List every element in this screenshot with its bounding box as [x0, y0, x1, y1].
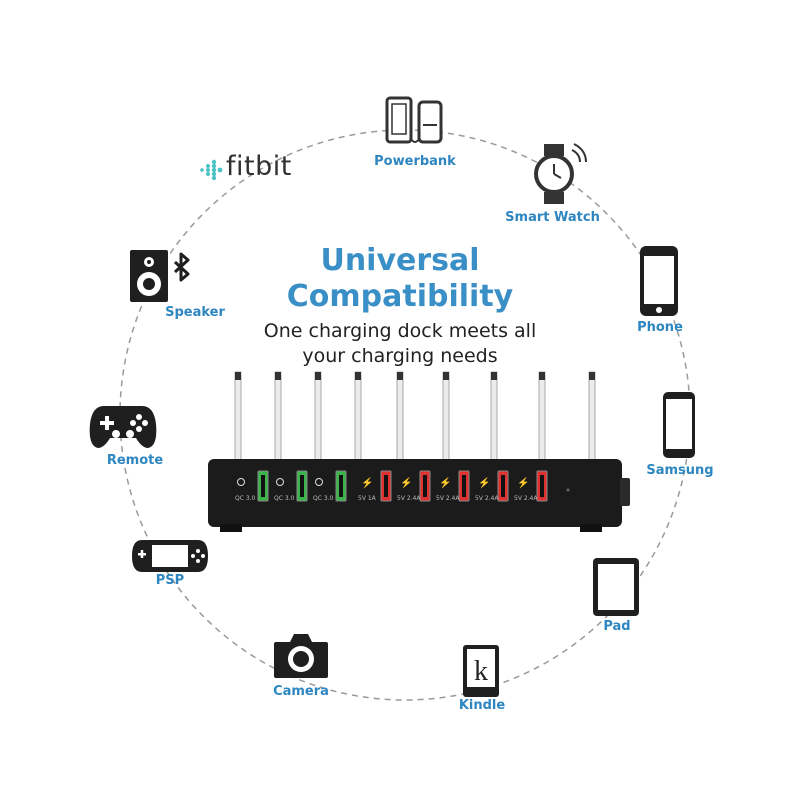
quick-charge-icon: [315, 478, 323, 486]
usb-port: QC 3.0: [235, 470, 269, 502]
camera-icon: [274, 634, 328, 678]
dock-dividers: [234, 371, 596, 463]
usb-port-label: 5V 1A: [358, 495, 377, 502]
kindle-icon: k: [463, 645, 499, 697]
dock-divider: [274, 371, 282, 463]
remote-device: [88, 402, 158, 450]
fitbit-wordmark: fitbit: [226, 151, 292, 182]
lightning-icon: ⚡: [361, 476, 373, 489]
dock-led: [566, 488, 570, 492]
usb-port-label: 5V 2.4A: [514, 495, 538, 502]
usb-port-label: QC 3.0: [274, 495, 295, 502]
fitbit-dots-icon: [200, 159, 223, 181]
usb-ports: QC 3.0 QC 3.0 QC 3.0 ⚡ 5V 1A ⚡ 5V 2.4A ⚡ 5V 2.4A…: [235, 470, 548, 502]
dock-divider: [588, 371, 596, 463]
psp-device: [130, 538, 210, 574]
usb-port: ⚡ 5V 2.4A: [397, 470, 431, 502]
camera-device: [272, 630, 330, 680]
dock-divider-cap: [355, 372, 361, 380]
phone-icon: [640, 246, 678, 316]
dock-divider-cap: [491, 372, 497, 380]
headline-line1: Universal: [320, 243, 480, 278]
dock-divider: [354, 371, 362, 463]
powerbank-device: [385, 95, 445, 147]
usb-port: ⚡ 5V 1A: [358, 470, 392, 502]
charging-dock: QC 3.0 QC 3.0 QC 3.0 ⚡ 5V 1A ⚡ 5V 2.4A ⚡ 5V 2.4A…: [208, 371, 630, 532]
usb-port: QC 3.0: [313, 470, 347, 502]
kindle-device: k: [461, 643, 501, 699]
svg-text:k: k: [474, 656, 488, 687]
dock-divider: [314, 371, 322, 463]
usb-port: QC 3.0: [274, 470, 308, 502]
device-label-speaker: Speaker: [165, 305, 225, 320]
dock-divider-cap: [539, 372, 545, 380]
dock-divider: [442, 371, 450, 463]
headline-line2: Compatibility: [286, 279, 514, 314]
usb-port-label: 5V 2.4A: [397, 495, 421, 502]
lightning-icon: ⚡: [439, 476, 451, 489]
dock-divider-cap: [315, 372, 321, 380]
device-label-pad: Pad: [603, 619, 631, 634]
usb-port-label: 5V 2.4A: [475, 495, 499, 502]
usb-port: ⚡ 5V 2.4A: [514, 470, 548, 502]
device-label-powerbank: Powerbank: [374, 154, 456, 169]
dock-divider: [396, 371, 404, 463]
dock-foot-right: [580, 524, 602, 532]
phone-device: [638, 244, 680, 318]
dock-divider-cap: [275, 372, 281, 380]
samsung-device: [661, 390, 697, 460]
usb-port-tongue: [501, 475, 505, 497]
quick-charge-icon: [276, 478, 284, 486]
dock-foot-left: [220, 524, 242, 532]
tablet-icon: [593, 558, 639, 616]
powerbank-icon: [385, 96, 443, 144]
device-label-kindle: Kindle: [458, 698, 506, 713]
device-label-samsung: Samsung: [646, 463, 714, 478]
speaker-device: [128, 248, 198, 304]
device-label-psp: PSP: [155, 573, 185, 588]
tagline-line2: your charging needs: [302, 345, 498, 367]
lightning-icon: ⚡: [517, 476, 529, 489]
dock-divider: [234, 371, 242, 463]
usb-port-tongue: [462, 475, 466, 497]
dock-body: [208, 459, 622, 527]
usb-port: ⚡ 5V 2.4A: [436, 470, 470, 502]
speaker-bluetooth-icon: [130, 250, 190, 302]
dock-divider-cap: [235, 372, 241, 380]
gamepad-icon: [89, 406, 157, 448]
tagline-line1: One charging dock meets all: [263, 320, 537, 342]
lightning-icon: ⚡: [478, 476, 490, 489]
pad-device: [591, 556, 641, 618]
smart-watch-device: [528, 140, 590, 208]
usb-port-tongue: [384, 475, 388, 497]
samsung-phone-icon: [663, 392, 695, 458]
usb-port-tongue: [339, 475, 343, 497]
dock-side-switch: [620, 478, 630, 506]
smart-watch-icon: [534, 143, 587, 204]
usb-port-tongue: [423, 475, 427, 497]
dock-divider-cap: [397, 372, 403, 380]
device-label-smart-watch: Smart Watch: [505, 210, 600, 225]
device-label-remote: Remote: [106, 453, 164, 468]
usb-port: ⚡ 5V 2.4A: [475, 470, 509, 502]
usb-port-label: 5V 2.4A: [436, 495, 460, 502]
dock-divider: [490, 371, 498, 463]
usb-port-tongue: [300, 475, 304, 497]
device-label-camera: Camera: [273, 684, 329, 699]
fitbit-logo: [198, 158, 224, 182]
usb-port-tongue: [540, 475, 544, 497]
dock-divider: [538, 371, 546, 463]
quick-charge-icon: [237, 478, 245, 486]
device-label-phone: Phone: [637, 320, 683, 335]
dock-divider-cap: [589, 372, 595, 380]
psp-icon: [132, 540, 208, 572]
usb-port-tongue: [261, 475, 265, 497]
dock-divider-cap: [443, 372, 449, 380]
usb-port-label: QC 3.0: [235, 495, 256, 502]
usb-port-label: QC 3.0: [313, 495, 334, 502]
lightning-icon: ⚡: [400, 476, 412, 489]
